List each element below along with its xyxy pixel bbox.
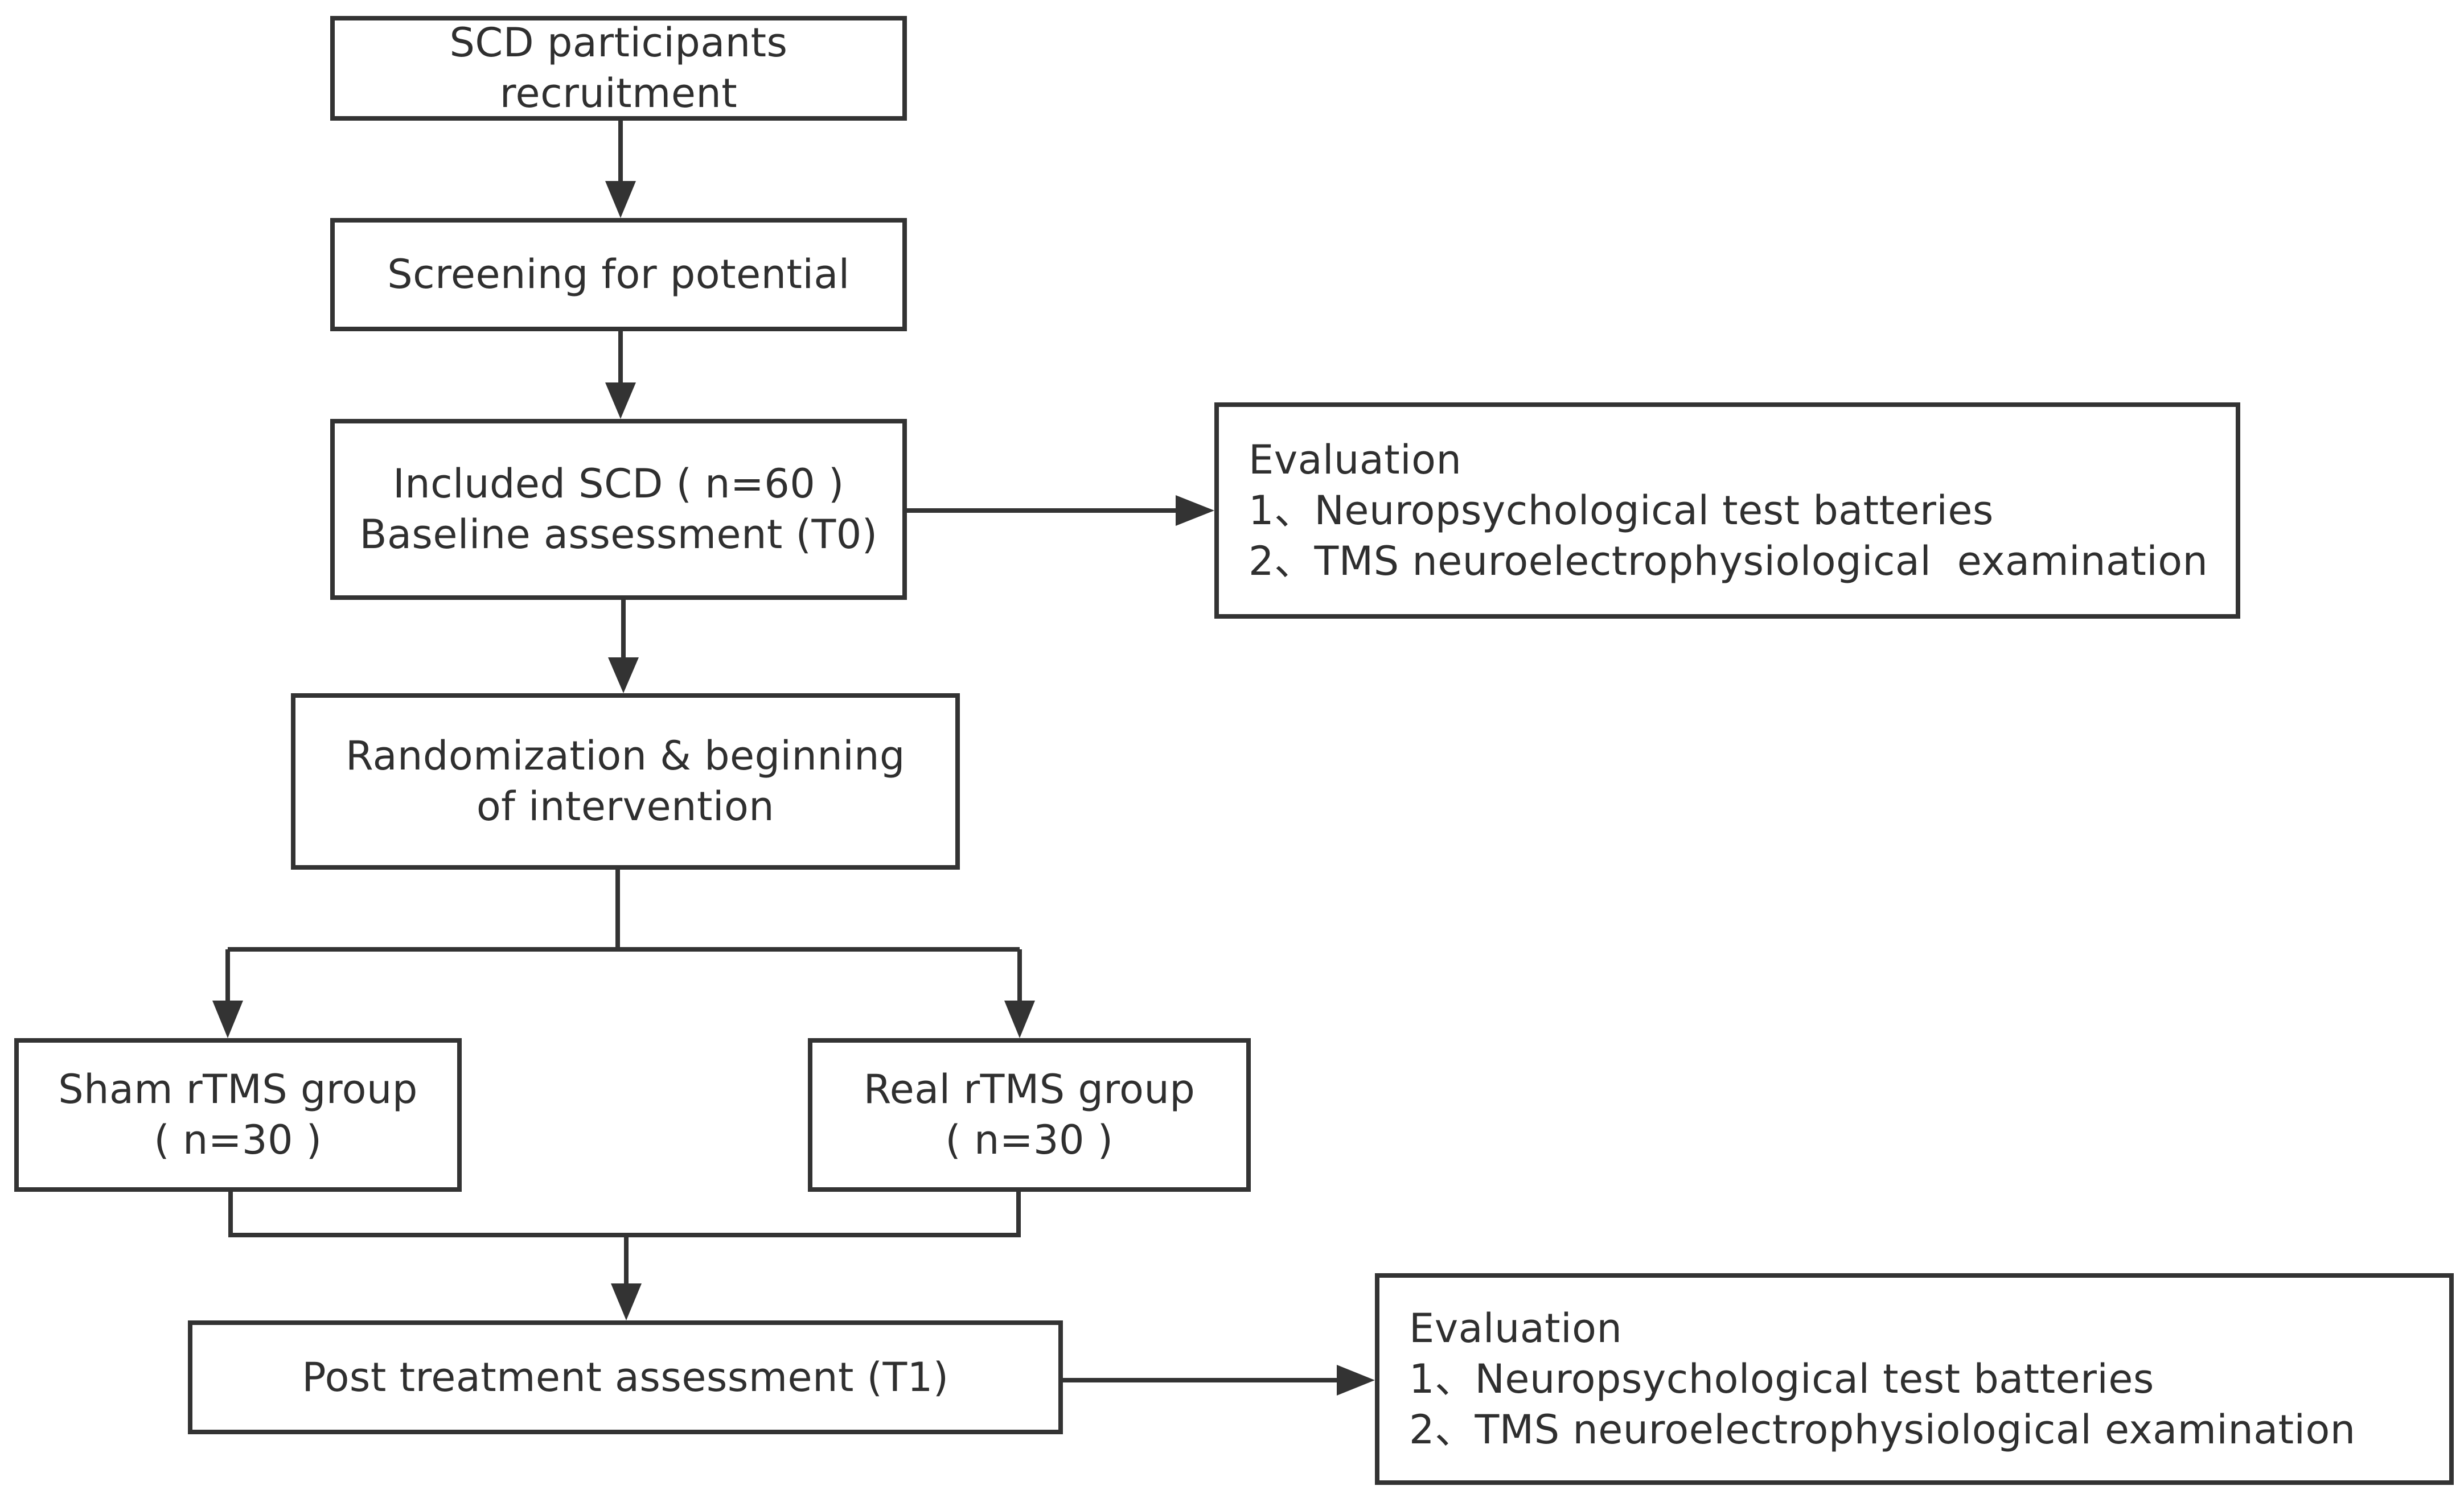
randomization-box: Randomization & beginning of interventio…: [291, 693, 960, 870]
real-line-2: ( n=30 ): [945, 1117, 1114, 1163]
sham-line-2: ( n=30 ): [154, 1117, 322, 1163]
arrowhead-post: [611, 1283, 642, 1320]
evaluation-box-post: Evaluation 1、Neuropsychological test bat…: [1375, 1273, 2454, 1485]
recruitment-line-1: SCD participants: [449, 19, 788, 66]
evaluation-1-item-2: 2、TMS neuroelectrophysiological examinat…: [1249, 537, 2208, 585]
arrowhead-included: [605, 382, 636, 419]
recruitment-box: SCD participants recruitment: [330, 16, 907, 121]
evaluation-1-item-1: 1、Neuropsychological test batteries: [1249, 487, 1994, 534]
arrowhead-real: [1004, 1001, 1035, 1038]
screening-box: Screening for potential: [330, 218, 907, 331]
included-line-2: Baseline assessment (T0): [359, 511, 878, 558]
sham-line-1: Sham rTMS group: [58, 1066, 418, 1113]
included-line-1: Included SCD ( n=60 ): [393, 460, 844, 507]
screening-line-1: Screening for potential: [387, 251, 850, 298]
included-baseline-box: Included SCD ( n=60 ) Baseline assessmen…: [330, 419, 907, 600]
arrowhead-evaluation-1: [1176, 495, 1214, 526]
sham-group-box: Sham rTMS group ( n=30 ): [14, 1038, 462, 1192]
arrowhead-sham: [212, 1001, 243, 1038]
randomization-line-1: Randomization & beginning: [346, 732, 905, 779]
split-connector: [225, 870, 1022, 1001]
arrowhead-screen: [605, 181, 636, 218]
recruitment-line-2: recruitment: [499, 70, 738, 117]
evaluation-2-item-2: 2、TMS neuroelectrophysiological examinat…: [1409, 1406, 2356, 1453]
post-treatment-box: Post treatment assessment (T1): [188, 1320, 1063, 1434]
evaluation-2-item-1: 1、Neuropsychological test batteries: [1409, 1355, 2154, 1402]
evaluation-2-title: Evaluation: [1409, 1304, 1623, 1352]
arrowhead-randomization: [608, 657, 639, 693]
post-line-1: Post treatment assessment (T1): [302, 1353, 949, 1401]
evaluation-1-title: Evaluation: [1249, 436, 1462, 483]
merge-connector: [228, 1192, 1021, 1283]
randomization-line-2: of intervention: [476, 783, 775, 830]
real-group-box: Real rTMS group ( n=30 ): [808, 1038, 1251, 1192]
arrowhead-evaluation-2: [1337, 1365, 1375, 1396]
evaluation-box-baseline: Evaluation 1、Neuropsychological test bat…: [1214, 402, 2240, 619]
real-line-1: Real rTMS group: [863, 1066, 1196, 1113]
